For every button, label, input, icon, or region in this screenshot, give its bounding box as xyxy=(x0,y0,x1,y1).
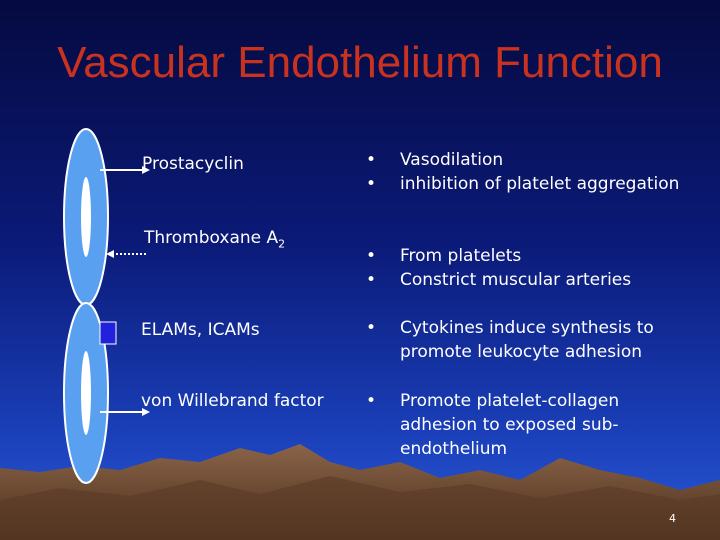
bullet-item: •From platelets xyxy=(366,246,522,266)
label-prostacyclin: Prostacyclin xyxy=(142,154,244,174)
bullet-item: •Constrict muscular arteries xyxy=(366,270,632,290)
cell-nucleus-lower xyxy=(81,351,91,435)
bullet-item: •inhibition of platelet aggregation xyxy=(366,174,680,194)
arrow-thromboxane xyxy=(106,250,146,258)
label-von-willebrand: von Willebrand factor xyxy=(141,391,324,411)
label-thromboxane: Thromboxane A2 xyxy=(144,228,286,251)
arrow-prostacyclin xyxy=(100,166,150,174)
slide-title: Vascular Endothelium Function xyxy=(57,38,663,87)
arrow-von-willebrand xyxy=(100,408,150,416)
label-elams-icams: ELAMs, ICAMs xyxy=(141,320,260,340)
cell-nucleus-upper xyxy=(81,177,91,257)
page-number: 4 xyxy=(669,512,676,525)
bullet-item: •Cytokines induce synthesis to promote l… xyxy=(366,318,654,362)
bullets-elams-icams: •Cytokines induce synthesis to promote l… xyxy=(364,316,690,364)
bullet-item: •Promote platelet-collagen adhesion to e… xyxy=(366,391,620,459)
bullet-item: •Vasodilation xyxy=(366,150,504,170)
bullets-von-willebrand: •Promote platelet-collagen adhesion to e… xyxy=(364,389,660,461)
bullets-thromboxane: •From platelets •Constrict muscular arte… xyxy=(364,244,690,292)
adhesion-molecule-marker xyxy=(99,321,117,345)
bullets-prostacyclin: •Vasodilation •inhibition of platelet ag… xyxy=(364,148,690,196)
